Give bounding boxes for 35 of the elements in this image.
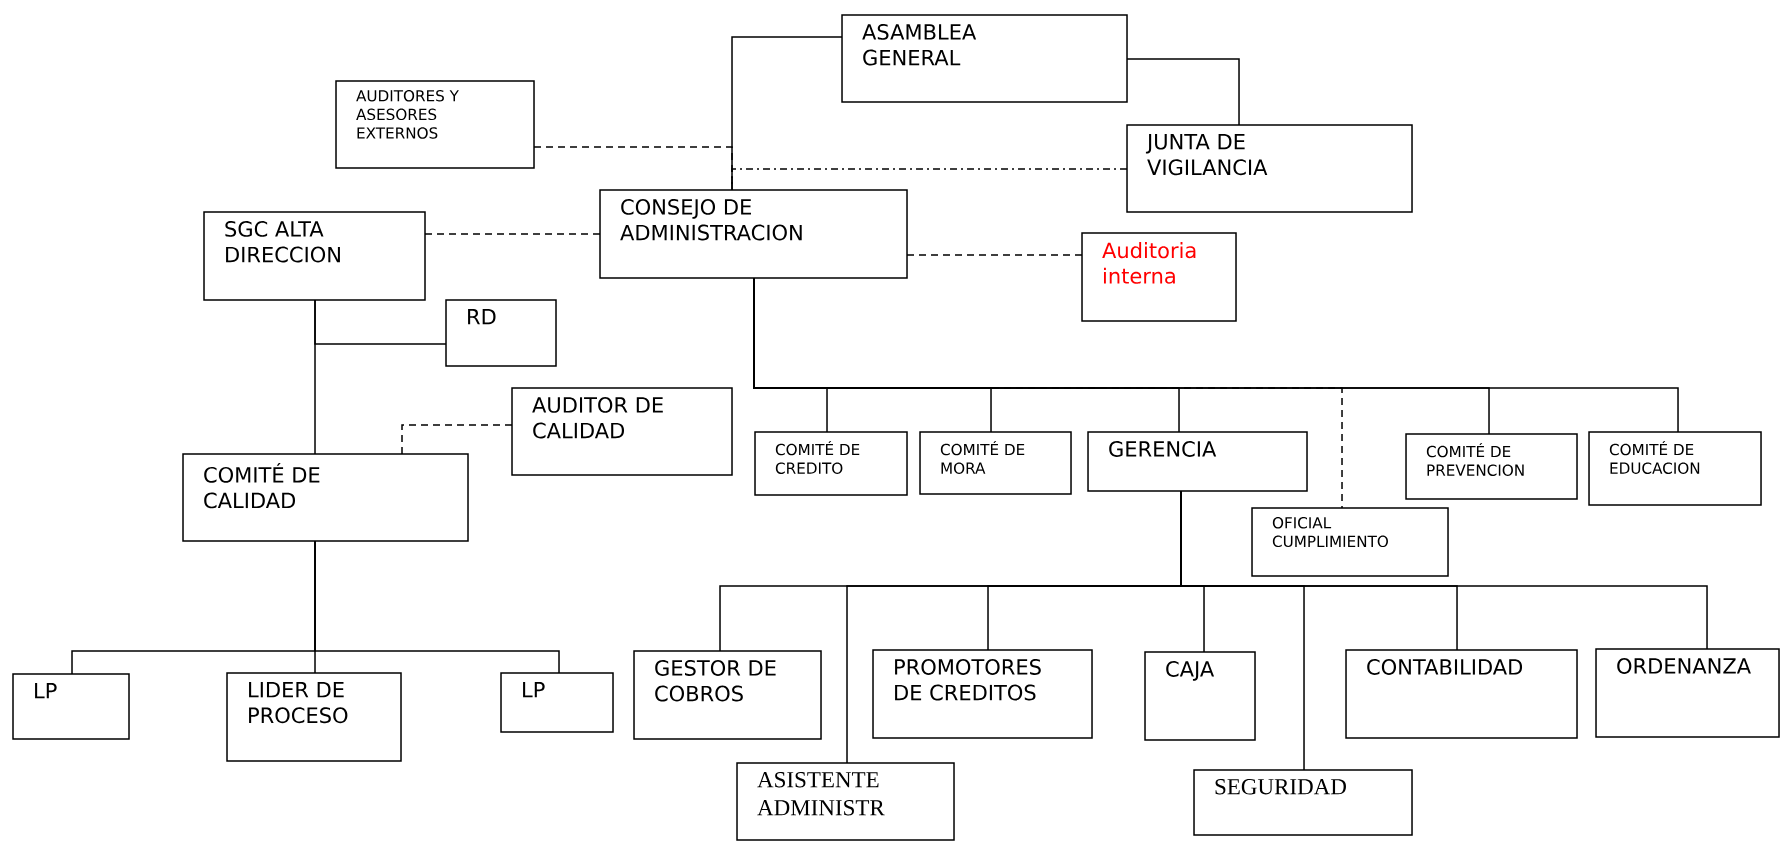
org-box: CONTABILIDAD [1345, 649, 1578, 739]
connector-line [314, 299, 316, 455]
org-box: GERENCIA [1087, 431, 1308, 492]
org-box: RD [445, 299, 557, 367]
connector-line [906, 254, 1083, 256]
connector-line [731, 168, 1128, 191]
org-box: COMITÉ DE PREVENCION [1405, 433, 1578, 500]
org-box: OFICIAL CUMPLIMIENTO [1251, 507, 1449, 577]
connector-line [424, 233, 601, 235]
connector-line [314, 540, 560, 674]
org-box: ORDENANZA [1595, 648, 1780, 738]
org-box: Auditoria interna [1081, 232, 1237, 322]
org-box: PROMOTORES DE CREDITOS [872, 649, 1093, 739]
org-box: LIDER DE PROCESO [226, 672, 402, 762]
connector-line [401, 424, 513, 455]
org-box: COMITÉ DE EDUCACION [1588, 431, 1762, 506]
org-box: COMITÉ DE CALIDAD [182, 453, 469, 542]
org-box: JUNTA DE VIGILANCIA [1126, 124, 1413, 213]
connector-line [1126, 58, 1240, 126]
org-box: COMITÉ DE MORA [919, 431, 1072, 495]
connector-line [753, 277, 1343, 509]
org-box: AUDITORES Y ASESORES EXTERNOS [335, 80, 535, 169]
org-box: ASISTENTE ADMINISTR [736, 762, 955, 841]
org-box: CONSEJO DE ADMINISTRACION [599, 189, 908, 279]
org-box: GESTOR DE COBROS [633, 650, 822, 740]
org-box: CAJA [1144, 651, 1256, 741]
org-box: LP [12, 673, 130, 740]
org-box: COMITÉ DE CREDITO [754, 431, 908, 496]
org-box: SEGURIDAD [1193, 769, 1413, 836]
connector-line [533, 146, 733, 191]
connector-line [1180, 490, 1305, 771]
org-box: LP [500, 672, 614, 733]
org-box: ASAMBLEA GENERAL [841, 14, 1128, 103]
org-box: SGC ALTA DIRECCION [203, 211, 426, 301]
org-box: AUDITOR DE CALIDAD [511, 387, 733, 476]
